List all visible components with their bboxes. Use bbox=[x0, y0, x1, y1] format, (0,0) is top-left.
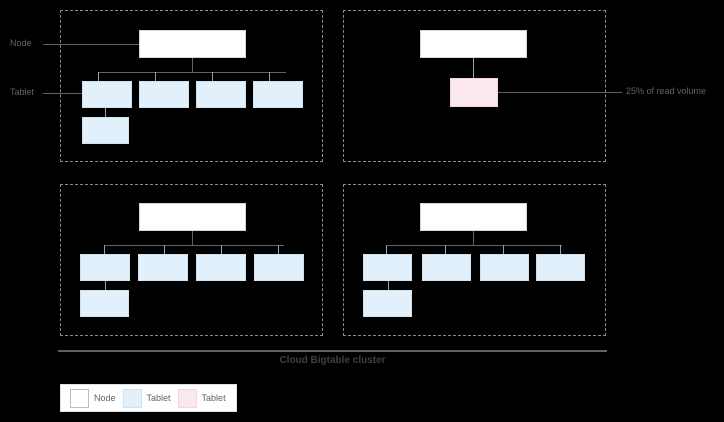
tablet-box-1-1[interactable] bbox=[82, 81, 132, 108]
label-node: Node bbox=[10, 38, 32, 48]
leader-line-node bbox=[43, 44, 139, 45]
connector-drop-3-4 bbox=[278, 245, 279, 254]
connector-node-3-stem bbox=[192, 231, 193, 245]
tablet-box-1-5[interactable] bbox=[82, 117, 129, 144]
connector-drop-3-3 bbox=[221, 245, 222, 254]
tablet-box-1-2[interactable] bbox=[139, 81, 189, 108]
connector-drop-3-2 bbox=[164, 245, 165, 254]
connector-node-3-bus bbox=[104, 245, 284, 246]
legend-label-node: Node bbox=[94, 392, 116, 403]
connector-node-4-bus bbox=[386, 245, 562, 246]
leader-line-read-volume bbox=[498, 92, 622, 93]
tablet-box-3-4[interactable] bbox=[254, 254, 304, 281]
connector-node-1-stem bbox=[192, 58, 193, 72]
annotation-read-volume: 25% of read volume bbox=[626, 86, 707, 96]
tablet-box-1-4[interactable] bbox=[253, 81, 303, 108]
connector-drop-4-3 bbox=[503, 245, 504, 254]
connector-node-1-bus bbox=[98, 72, 286, 73]
connector-drop-4-4 bbox=[560, 245, 561, 254]
leader-line-tablet bbox=[43, 93, 82, 94]
node-box-3[interactable] bbox=[139, 203, 246, 231]
tablet-box-3-1[interactable] bbox=[80, 254, 130, 281]
legend-item-tablet-hot[interactable]: Tablet bbox=[177, 388, 226, 408]
tablet-box-4-3[interactable] bbox=[480, 254, 529, 281]
legend-label-tablet: Tablet bbox=[146, 392, 171, 403]
connector-node-2-stem bbox=[473, 58, 474, 78]
connector-drop-1-1 bbox=[98, 72, 99, 81]
quadrant-cluster-node-3 bbox=[60, 184, 323, 336]
connector-drop-1-3 bbox=[212, 72, 213, 81]
legend-item-tablet[interactable]: Tablet bbox=[122, 388, 171, 408]
node-box-1[interactable] bbox=[139, 30, 246, 58]
connector-drop-1-5 bbox=[105, 108, 106, 117]
legend-label-tablet-hot: Tablet bbox=[201, 392, 226, 403]
node-box-2[interactable] bbox=[420, 30, 527, 58]
tablet-box-1-3[interactable] bbox=[196, 81, 246, 108]
connector-drop-1-4 bbox=[269, 72, 270, 81]
cluster-divider bbox=[58, 350, 607, 352]
connector-drop-4-5 bbox=[388, 281, 389, 290]
tablet-box-4-4[interactable] bbox=[536, 254, 585, 281]
legend-swatch-node-icon bbox=[70, 388, 89, 408]
tablet-box-4-5[interactable] bbox=[363, 290, 412, 317]
connector-drop-4-2 bbox=[445, 245, 446, 254]
tablet-box-2-1-hot[interactable] bbox=[450, 78, 498, 107]
label-tablet: Tablet bbox=[10, 87, 35, 97]
cluster-caption: Cloud Bigtable cluster bbox=[279, 355, 386, 366]
quadrant-cluster-node-1 bbox=[60, 10, 323, 162]
tablet-box-3-2[interactable] bbox=[138, 254, 188, 281]
quadrant-cluster-node-2 bbox=[343, 10, 606, 162]
connector-drop-3-5 bbox=[105, 281, 106, 290]
legend: Node Tablet Tablet bbox=[60, 384, 237, 412]
tablet-box-3-3[interactable] bbox=[196, 254, 246, 281]
node-box-4[interactable] bbox=[420, 203, 527, 231]
connector-node-4-stem bbox=[473, 231, 474, 245]
legend-swatch-tablet-icon bbox=[122, 388, 142, 408]
quadrant-cluster-node-4 bbox=[343, 184, 606, 336]
connector-drop-1-2 bbox=[155, 72, 156, 81]
legend-item-node[interactable]: Node bbox=[70, 388, 116, 408]
tablet-box-4-2[interactable] bbox=[422, 254, 471, 281]
connector-drop-4-1 bbox=[386, 245, 387, 254]
connector-drop-3-1 bbox=[104, 245, 105, 254]
tablet-box-3-5[interactable] bbox=[80, 290, 129, 317]
legend-swatch-tablet-hot-icon bbox=[177, 388, 197, 408]
tablet-box-4-1[interactable] bbox=[363, 254, 412, 281]
